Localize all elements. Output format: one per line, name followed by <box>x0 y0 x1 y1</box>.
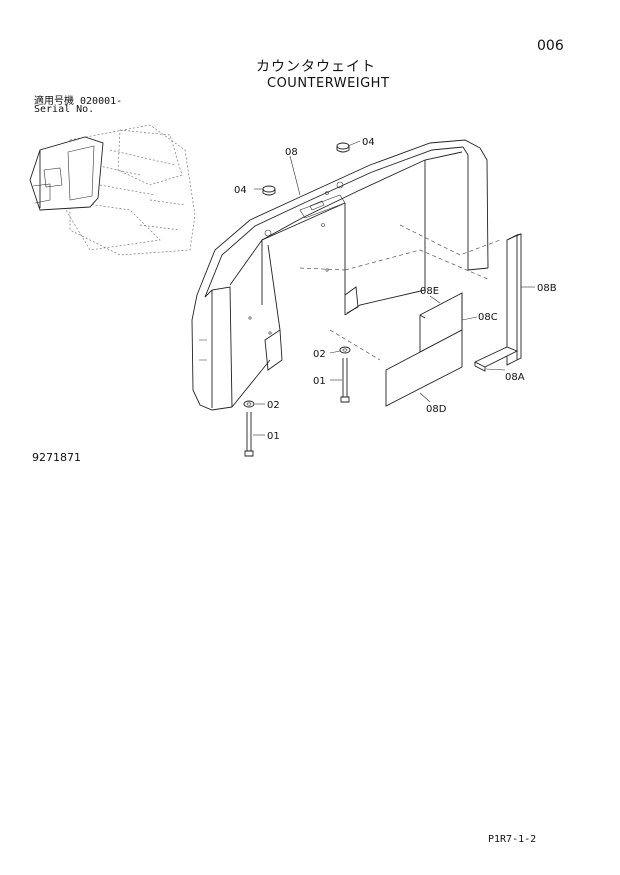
callout-01-right: 01 <box>313 376 326 387</box>
bolt-01-right <box>340 358 350 403</box>
callout-08a: 08A <box>505 372 525 383</box>
serial-label: Serial No. <box>34 104 95 115</box>
serial-label-japanese: 適用号機 020001- <box>34 96 123 107</box>
callout-08e: 08E <box>420 286 439 297</box>
callout-02-left: 02 <box>267 400 280 411</box>
callout-08c: 08C <box>478 312 498 323</box>
callout-08b: 08B <box>537 283 557 294</box>
bolt-01-left <box>244 412 254 457</box>
page-number: 006 <box>537 38 564 54</box>
plate-08d <box>385 329 463 407</box>
cap-04-left <box>262 185 276 196</box>
cap-04-upper <box>336 142 350 153</box>
page-title-japanese: カウンタウェイト <box>256 59 376 75</box>
machine-inset-illustration <box>29 124 196 256</box>
callout-04-upper: 04 <box>362 137 375 148</box>
counterweight-body <box>191 139 501 411</box>
leader-lines <box>253 140 535 436</box>
bar-08b <box>506 233 522 366</box>
callout-08d: 08D <box>426 404 447 415</box>
page-code: P1R7-1-2 <box>488 834 537 845</box>
washer-02-right <box>339 346 351 354</box>
callout-04-left: 04 <box>234 185 247 196</box>
callout-02-right: 02 <box>313 349 326 360</box>
page-title: COUNTERWEIGHT <box>267 76 390 91</box>
bar-08a <box>473 346 519 372</box>
washer-02-left <box>243 400 255 408</box>
drawing-number: 9271871 <box>32 451 81 464</box>
callout-08: 08 <box>285 147 298 158</box>
callout-01-left: 01 <box>267 431 280 442</box>
